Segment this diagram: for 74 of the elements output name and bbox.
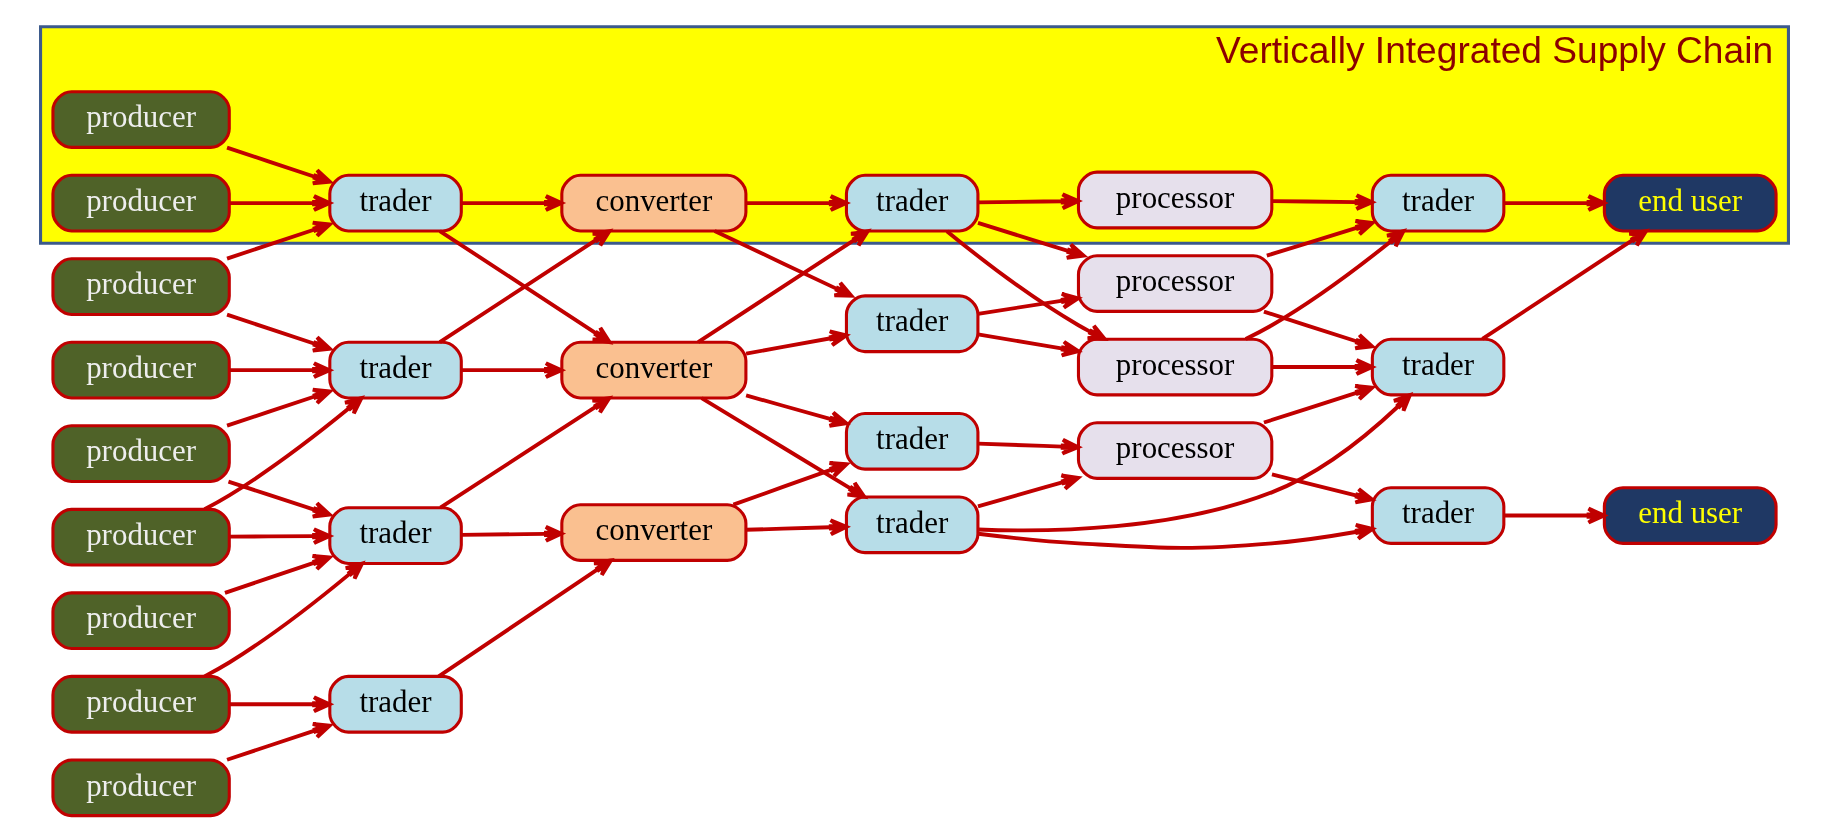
arrow bbox=[1263, 309, 1375, 351]
arrow bbox=[461, 361, 564, 380]
arrow bbox=[977, 291, 1081, 316]
arrow bbox=[1263, 383, 1375, 425]
arrow bbox=[978, 393, 1412, 533]
node-box: producer bbox=[51, 758, 231, 818]
node-box: trader bbox=[844, 294, 980, 354]
node-box: producer bbox=[51, 591, 231, 651]
node-box: trader bbox=[1370, 173, 1506, 233]
arrow bbox=[438, 229, 612, 344]
arrow bbox=[746, 518, 849, 537]
node-box: trader bbox=[844, 411, 980, 471]
node-box: processor bbox=[1076, 421, 1274, 480]
node-box: producer bbox=[51, 173, 231, 233]
node-box: producer bbox=[51, 90, 231, 149]
arrow bbox=[224, 553, 332, 595]
node-box: converter bbox=[560, 503, 748, 562]
arrow bbox=[226, 387, 332, 428]
arrow bbox=[945, 229, 1107, 341]
arrow bbox=[732, 460, 849, 507]
arrow bbox=[977, 332, 1081, 358]
arrow bbox=[226, 721, 332, 762]
arrow bbox=[203, 396, 364, 511]
arrow bbox=[439, 396, 612, 510]
arrow bbox=[229, 527, 332, 546]
arrow bbox=[977, 522, 1375, 550]
arrow bbox=[226, 145, 332, 186]
arrow bbox=[1271, 193, 1375, 212]
node-box: producer bbox=[51, 257, 231, 316]
arrow bbox=[1271, 472, 1375, 505]
arrow bbox=[745, 329, 849, 356]
arrow bbox=[746, 194, 849, 212]
arrow bbox=[977, 437, 1081, 456]
node-box: processor bbox=[1076, 337, 1274, 397]
arrow bbox=[227, 479, 332, 519]
arrow bbox=[977, 192, 1081, 211]
node-box: producer bbox=[51, 507, 231, 567]
arrow bbox=[977, 473, 1081, 509]
arrow bbox=[229, 361, 332, 380]
arrow bbox=[461, 524, 564, 543]
arrow bbox=[697, 229, 870, 344]
arrow bbox=[700, 396, 867, 499]
node-box: end user bbox=[1602, 486, 1778, 545]
node-box: producer bbox=[51, 340, 231, 400]
arrow bbox=[229, 194, 332, 212]
node-box: trader bbox=[1370, 486, 1506, 545]
node-box: trader bbox=[1370, 337, 1506, 397]
arrow bbox=[1504, 194, 1606, 212]
node-box: trader bbox=[844, 173, 980, 233]
node-box: trader bbox=[328, 173, 463, 233]
arrow bbox=[226, 312, 332, 353]
arrow bbox=[226, 220, 332, 261]
node-box: trader bbox=[844, 495, 980, 555]
node-box: processor bbox=[1076, 170, 1274, 230]
node-box: trader bbox=[328, 506, 463, 566]
arrow bbox=[745, 393, 849, 428]
arrow bbox=[1244, 229, 1406, 341]
arrow bbox=[1271, 358, 1375, 376]
node-box: producer bbox=[51, 424, 231, 484]
arrow bbox=[977, 221, 1086, 260]
arrow bbox=[1266, 218, 1375, 258]
node-box: processor bbox=[1076, 254, 1274, 313]
arrow bbox=[713, 229, 854, 298]
arrow bbox=[1481, 229, 1648, 341]
node-box: producer bbox=[51, 674, 231, 734]
node-box: trader bbox=[328, 674, 463, 734]
node-box: converter bbox=[560, 173, 748, 233]
node-box: end user bbox=[1602, 173, 1778, 233]
node-box: converter bbox=[560, 340, 748, 400]
node-box: trader bbox=[328, 340, 463, 400]
arrow bbox=[437, 558, 613, 678]
arrow bbox=[229, 695, 332, 714]
arrow bbox=[461, 194, 564, 212]
arrow bbox=[1504, 506, 1606, 525]
